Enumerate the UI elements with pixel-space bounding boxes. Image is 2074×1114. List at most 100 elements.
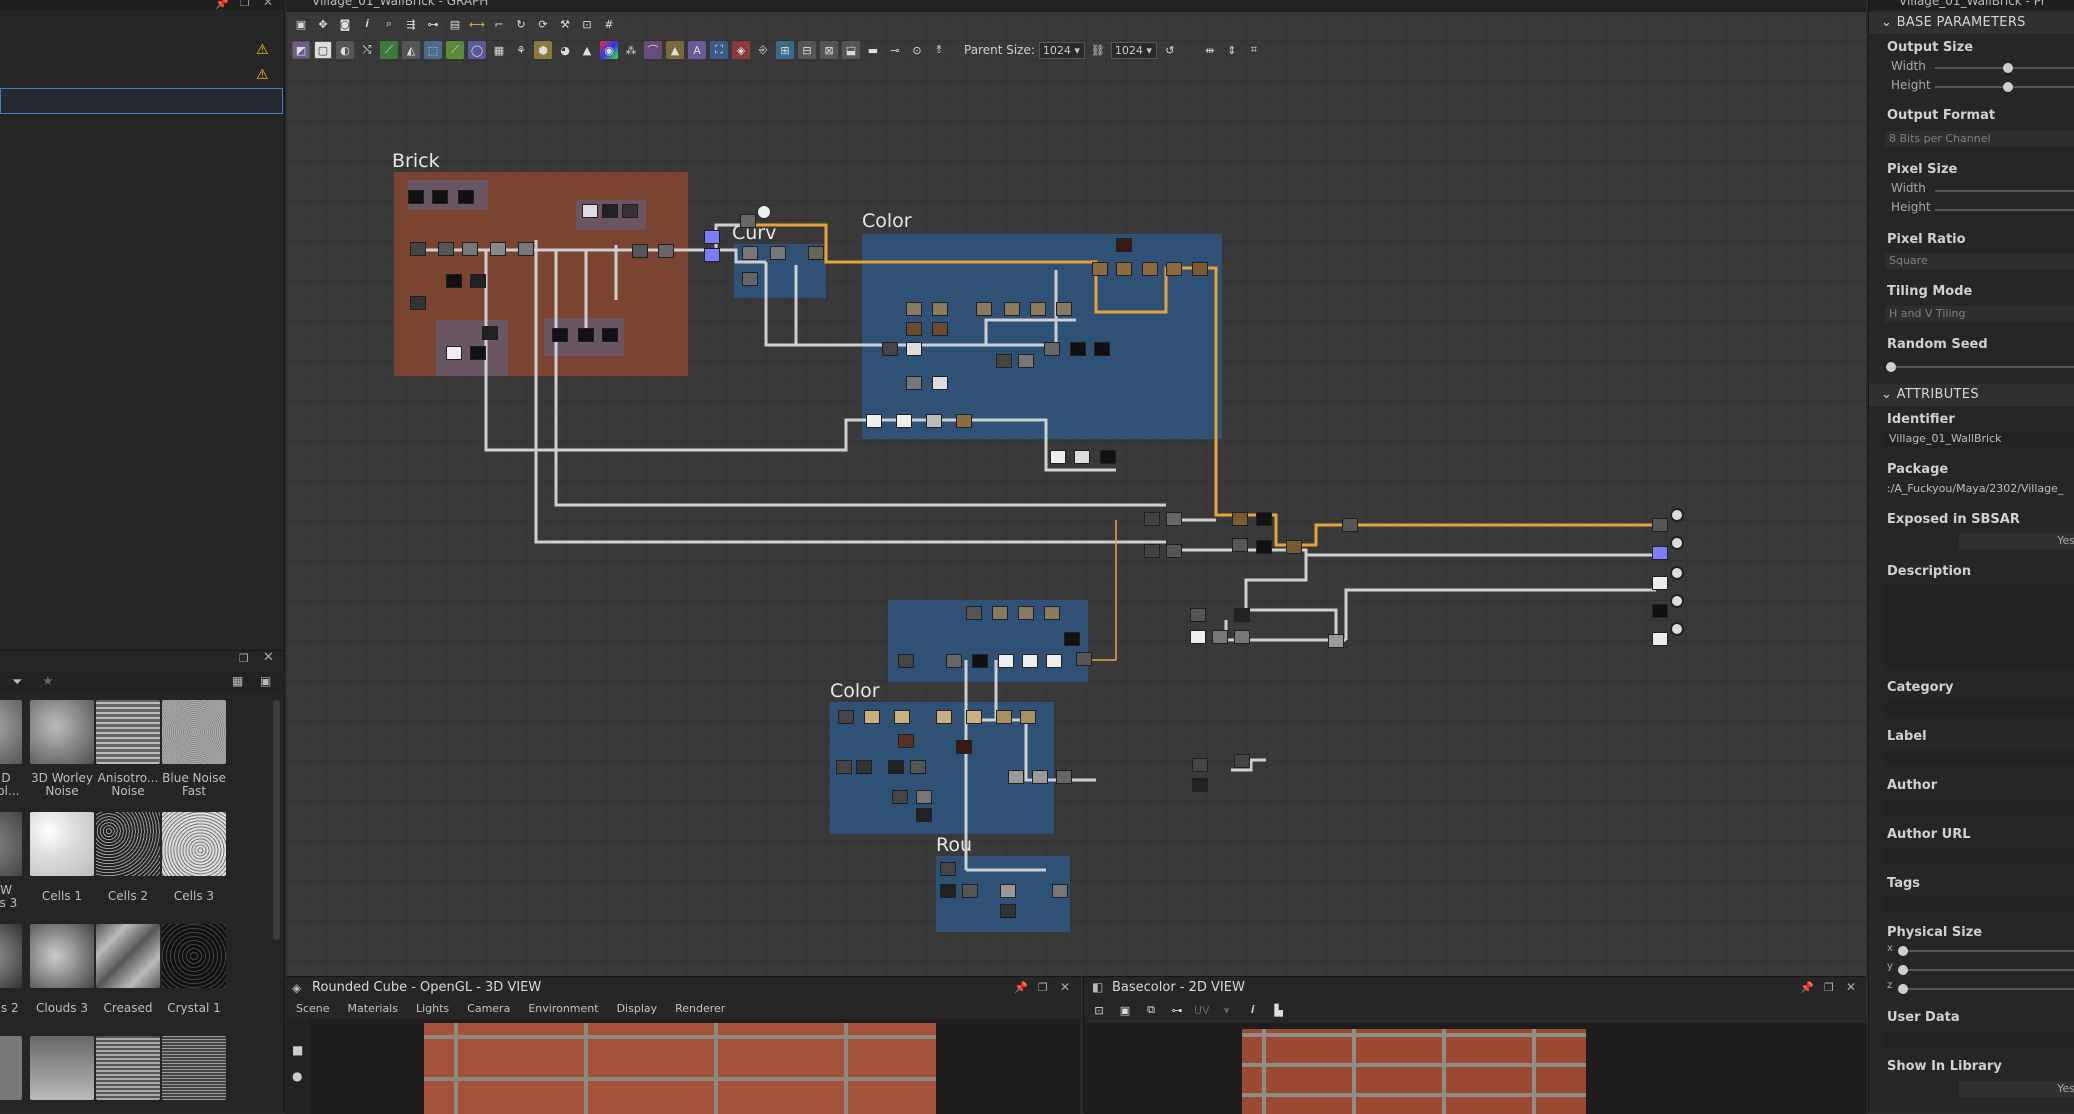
graph-node[interactable] <box>1046 654 1062 668</box>
menu-lights[interactable]: Lights <box>415 1002 450 1015</box>
graph-node[interactable] <box>1070 342 1086 356</box>
graph-node[interactable] <box>1116 262 1132 276</box>
graph-node[interactable] <box>946 654 962 668</box>
anchor-icon[interactable]: ⥉ <box>936 43 942 56</box>
graph-node[interactable] <box>940 884 956 898</box>
emboss-icon[interactable]: ▲ <box>666 41 684 59</box>
graph-node[interactable] <box>1056 302 1072 316</box>
library-thumb[interactable] <box>0 924 22 988</box>
output-dot[interactable] <box>756 204 772 220</box>
graph-node[interactable] <box>1192 778 1208 792</box>
graph-node[interactable] <box>966 606 982 620</box>
pin-icon[interactable]: 📌 <box>1800 981 1814 994</box>
copy-icon[interactable]: ⧉ <box>1147 1003 1155 1016</box>
graph-node[interactable] <box>940 862 956 876</box>
float-icon[interactable]: ❐ <box>1824 981 1834 994</box>
sphere-icon[interactable]: ◕ <box>560 43 570 57</box>
fx-icon[interactable]: ⚘ <box>516 43 526 57</box>
graph-node[interactable] <box>926 414 942 428</box>
graph-node[interactable] <box>1052 884 1068 898</box>
graph-node[interactable] <box>1256 512 1272 526</box>
graph-node[interactable] <box>916 790 932 804</box>
graph-node[interactable] <box>906 322 922 336</box>
tool-icon[interactable]: ⚒ <box>560 17 570 31</box>
fit-icon[interactable]: ⊡ <box>1094 1003 1104 1017</box>
info-icon[interactable]: 𝒊 <box>365 17 369 30</box>
author-field[interactable] <box>1885 799 2074 815</box>
library-thumb[interactable] <box>96 1036 160 1100</box>
user-data-field[interactable] <box>1885 1031 2074 1047</box>
graph-node[interactable] <box>1342 518 1358 532</box>
graph-node[interactable] <box>408 190 424 204</box>
graph-node[interactable] <box>740 214 756 228</box>
graph-node[interactable] <box>1044 606 1060 620</box>
random-icon[interactable]: ⁂ <box>625 43 637 57</box>
parent-size-dropdown-2[interactable]: 1024 ▾ <box>1110 41 1157 59</box>
phys-y-knob[interactable] <box>1898 965 1908 975</box>
graph-node[interactable] <box>462 242 478 256</box>
phys-x-slider[interactable] <box>1903 950 2074 952</box>
section-base-parameters[interactable]: ⌄ BASE PARAMETERS <box>1869 12 2074 34</box>
chevron-down-icon[interactable]: ▾ <box>1223 1003 1230 1017</box>
output-dot[interactable] <box>1670 508 1684 522</box>
output-node[interactable] <box>1652 632 1668 646</box>
label-field[interactable] <box>1885 750 2074 766</box>
graph-node[interactable] <box>470 346 486 360</box>
graph-node[interactable] <box>898 734 914 748</box>
camera-icon[interactable]: ◙ <box>339 17 351 31</box>
output-node[interactable] <box>1652 576 1668 590</box>
graph-node[interactable] <box>910 760 926 774</box>
close-icon[interactable]: ✕ <box>263 650 274 665</box>
pixel-ratio-field[interactable]: Square <box>1885 253 2074 269</box>
menu-camera[interactable]: Camera <box>467 1002 511 1015</box>
phys-y-slider[interactable] <box>1903 969 2074 971</box>
graph-node[interactable] <box>742 246 758 260</box>
grid-view-icon[interactable]: ▦ <box>232 674 244 688</box>
save-icon[interactable]: ▣ <box>1119 1003 1131 1017</box>
graph-node[interactable] <box>1286 540 1302 554</box>
graph-node[interactable] <box>622 204 638 218</box>
warp-icon[interactable]: ◯ <box>468 41 486 59</box>
hsl-icon[interactable]: ◉ <box>600 41 618 59</box>
crop-icon[interactable]: ⛶ <box>710 41 728 59</box>
float-icon[interactable]: ❐ <box>240 0 250 9</box>
star-icon[interactable]: ★ <box>42 674 54 689</box>
library-thumb[interactable] <box>30 1036 94 1100</box>
graph-node[interactable] <box>888 760 904 774</box>
pixel-height-slider[interactable] <box>1935 209 2074 211</box>
repeat-icon[interactable]: ⟳ <box>538 17 548 31</box>
refresh-icon[interactable]: ↻ <box>516 17 526 31</box>
phys-z-knob[interactable] <box>1898 984 1908 994</box>
graph-node[interactable] <box>410 296 426 310</box>
graph-node[interactable] <box>1032 770 1048 784</box>
library-thumb[interactable] <box>96 700 160 764</box>
graph-node[interactable] <box>906 342 922 356</box>
graph-node[interactable] <box>658 244 674 258</box>
graph-node[interactable] <box>1056 770 1072 784</box>
random-seed-knob[interactable] <box>1886 362 1896 372</box>
output-dot[interactable] <box>1670 622 1684 636</box>
graph-node[interactable] <box>1328 634 1344 648</box>
bitmap-node-icon[interactable]: ◩ <box>292 41 310 59</box>
graph-node[interactable] <box>432 190 448 204</box>
graph-node[interactable] <box>996 354 1012 368</box>
align-horizontal-icon[interactable]: ⇹ <box>1205 43 1215 57</box>
graph-node[interactable] <box>1044 342 1060 356</box>
pin-node-icon[interactable]: ⊸ <box>890 43 900 57</box>
hierarchy-icon[interactable]: ⊶ <box>427 17 439 31</box>
frame-color-top[interactable] <box>862 234 1222 439</box>
fill-icon[interactable]: ◈ <box>732 41 750 59</box>
graph-node[interactable] <box>742 272 758 286</box>
library-thumb[interactable] <box>96 812 160 876</box>
menu-scene[interactable]: Scene <box>296 1002 330 1015</box>
grid-snap-icon[interactable]: # <box>604 17 614 31</box>
graph-node[interactable] <box>992 606 1008 620</box>
uv-label[interactable]: UV <box>1194 1003 1210 1017</box>
graph-node[interactable] <box>490 242 506 256</box>
dot-icon[interactable]: ⊙ <box>912 43 922 57</box>
graph-node[interactable] <box>892 790 908 804</box>
uniform-color-icon[interactable]: ▢ <box>314 41 332 59</box>
exposed-field[interactable]: Yes <box>1959 533 2074 549</box>
graph-node[interactable] <box>894 710 910 724</box>
graph-node[interactable] <box>1192 262 1208 276</box>
